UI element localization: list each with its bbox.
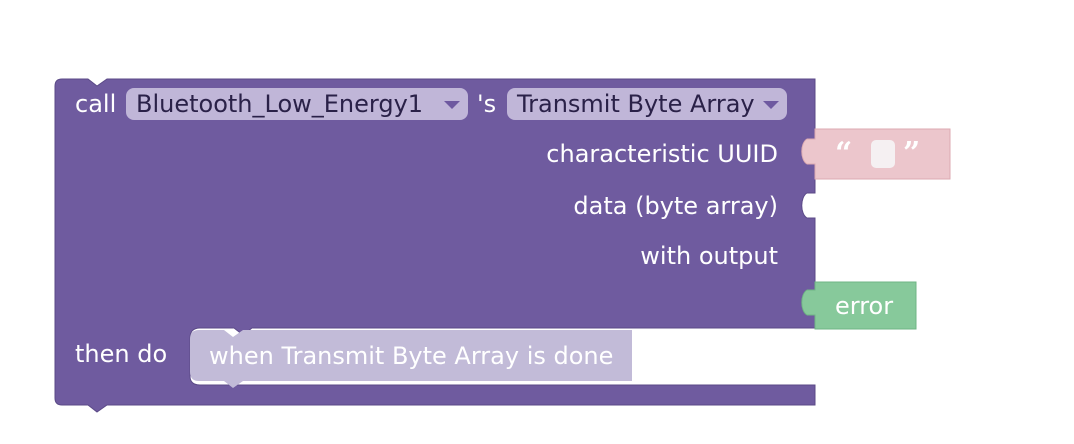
param-data-label: data (byte array) bbox=[573, 192, 778, 220]
component-dropdown[interactable]: Bluetooth_Low_Energy1 bbox=[126, 88, 468, 120]
error-label: error bbox=[835, 292, 894, 320]
chevron-down-icon bbox=[444, 101, 460, 109]
component-dropdown-value: Bluetooth_Low_Energy1 bbox=[136, 90, 424, 118]
open-quote-icon: “ bbox=[835, 136, 853, 171]
param-characteristic-label: characteristic UUID bbox=[546, 140, 778, 168]
statement-block-body[interactable] bbox=[190, 330, 632, 388]
call-label: call bbox=[75, 90, 117, 118]
with-output-label: with output bbox=[640, 242, 778, 270]
string-value-field[interactable] bbox=[871, 140, 895, 168]
then-do-label: then do bbox=[75, 340, 168, 368]
statement-block-label: when Transmit Byte Array is done bbox=[209, 342, 614, 370]
method-dropdown-value: Transmit Byte Array bbox=[517, 90, 755, 118]
possessive-label: 's bbox=[477, 90, 497, 118]
error-block-body[interactable] bbox=[801, 281, 917, 330]
close-quote-icon: ” bbox=[903, 136, 921, 171]
chevron-down-icon bbox=[763, 101, 779, 109]
method-dropdown[interactable]: Transmit Byte Array bbox=[507, 88, 787, 120]
